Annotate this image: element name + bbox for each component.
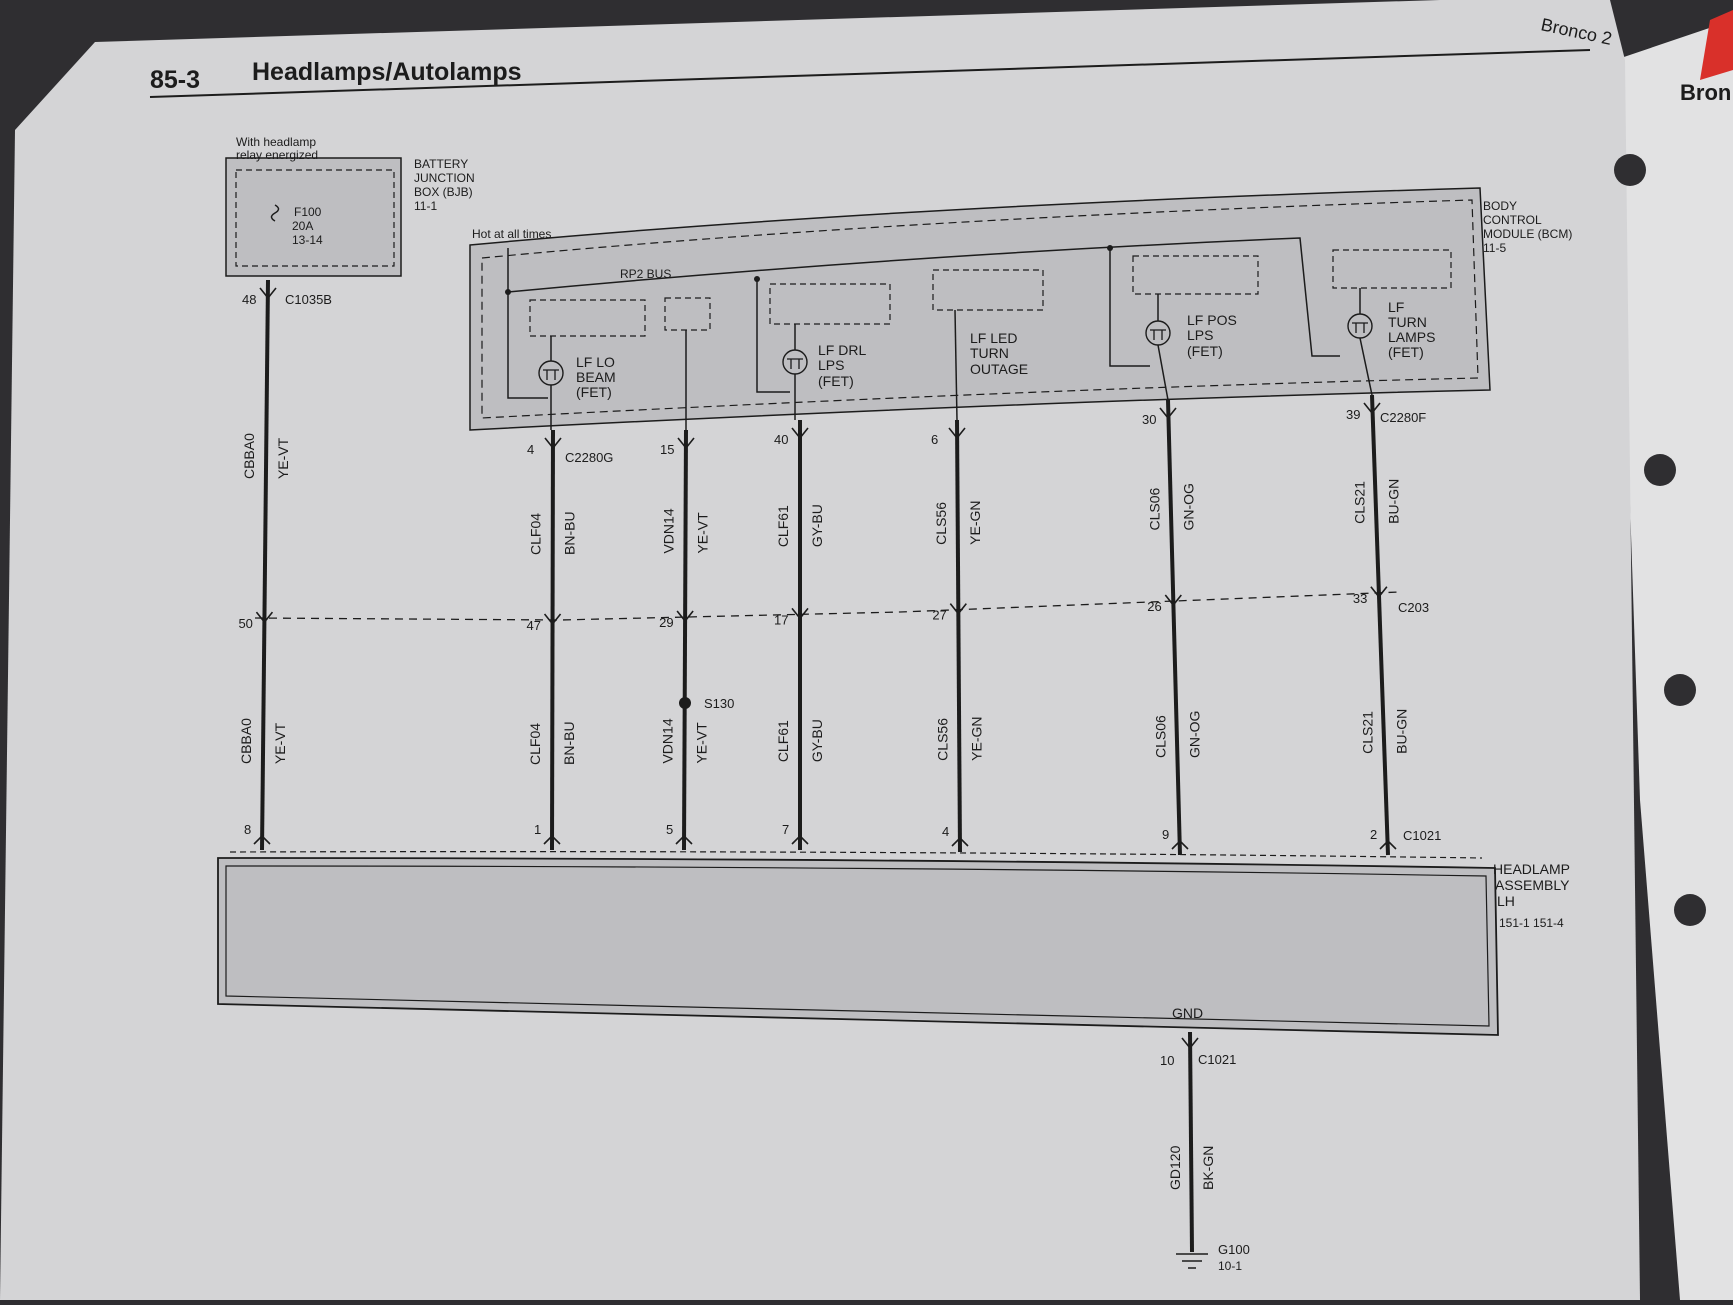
wires-layer: 48508CBBA0YE-VTCBBA0YE-VTPWR4471CLF04BN-… (238, 279, 1409, 901)
fuse-label: F100 20A 13-14 (292, 205, 325, 247)
circuit-label: VDN14 (659, 718, 675, 763)
hot-at-all-times-label: Hot at all times (472, 227, 551, 241)
ground-point-ref: 10-1 (1218, 1259, 1242, 1273)
feed-line (507, 248, 548, 399)
wire-color-label: YE-VT (693, 722, 709, 764)
pin-number: 1 (534, 822, 541, 837)
binder-hole (1644, 454, 1676, 486)
circuit-label: CLS21 (1359, 711, 1375, 754)
splice-dot (679, 697, 691, 709)
pin-number: 2 (1370, 827, 1377, 842)
lf-turn-lamps-label: LF TURN LAMPS (FET) (1388, 299, 1439, 360)
headlamp-connector-label: C1021 (1403, 828, 1441, 843)
header-rule (149, 49, 1591, 98)
splice-label: S130 (704, 696, 734, 711)
headlamp-assembly-name: HEADLAMP ASSEMBLY LH 151-1 151-4 (1493, 861, 1574, 930)
circuit-label: VDN14 (660, 508, 676, 553)
bjb-note: With headlamp relay energized (236, 135, 319, 162)
circuit-label: CLS06 (1152, 715, 1168, 758)
wire-color-label: YE-VT (272, 722, 288, 764)
bcm-name: BODY CONTROL MODULE (BCM) 11-5 (1483, 199, 1576, 255)
pin-number: 30 (1142, 412, 1156, 427)
pin-number: 33 (1353, 591, 1367, 606)
circuit-label: CLS56 (934, 718, 950, 761)
pin-number: 48 (242, 292, 256, 307)
rp2-bus-label: RP2 BUS (620, 267, 671, 281)
bcm-connector-g-label: C2280G (565, 450, 613, 465)
circuit-label: CLF04 (527, 723, 543, 765)
pin-number: 27 (932, 608, 946, 623)
pin-number: 4 (527, 442, 534, 457)
binder-hole (1664, 674, 1696, 706)
pin-number: 40 (774, 432, 788, 447)
wire-color-label: GY-BU (809, 504, 825, 547)
bcm-connector-f-label: C2280F (1380, 410, 1426, 425)
pin-number: 5 (666, 822, 673, 837)
inline-connector-label: C203 (1398, 600, 1429, 615)
circuit-label: CBBA0 (241, 433, 257, 479)
binder-hole (1674, 894, 1706, 926)
battery-junction-box: With headlamp relay energized BATTERY JU… (225, 135, 478, 277)
circuit-label: CBBA0 (238, 718, 254, 764)
bjb-name: BATTERY JUNCTION BOX (BJB) 11-1 (414, 157, 478, 213)
pin-number: 29 (659, 615, 673, 630)
pin-number: 7 (782, 822, 789, 837)
fuse-icon (270, 204, 280, 222)
pin-number: 17 (774, 612, 788, 627)
bjb-connector-label: C1035B (285, 292, 332, 307)
next-page-tab-text: Bron (1680, 80, 1731, 105)
circuit-label: CLS06 (1146, 487, 1162, 530)
wire-color-label: YE-GN (967, 500, 983, 544)
lf-led-turn-outage-label: LF LED TURN OUTAGE (970, 330, 1028, 377)
wire-color-label: YE-VT (694, 512, 710, 554)
circuit-label: CLF61 (775, 720, 791, 762)
ground-circuit: GD120 (1167, 1145, 1183, 1190)
wire-color-label: GN-OG (1180, 483, 1196, 530)
lf-pos-label: LF POS LPS (FET) (1187, 312, 1241, 359)
circuit-label: CLS21 (1351, 481, 1367, 524)
page-number: 85-3 (150, 66, 200, 94)
pin-number: 50 (238, 616, 252, 631)
body-control-module: BODY CONTROL MODULE (BCM) 11-5 Hot at al… (469, 187, 1576, 431)
rp2-bus-line (507, 237, 1340, 357)
ground-color: BK-GN (1200, 1146, 1216, 1190)
pin-number: 9 (1162, 827, 1169, 842)
circuit-label: CLS56 (933, 502, 949, 545)
headlamp-assembly: HEADLAMP ASSEMBLY LH 151-1 151-4 GND (217, 851, 1574, 1036)
pin-number: 39 (1346, 407, 1360, 422)
red-tab (1700, 10, 1733, 80)
pin-number: 47 (527, 618, 541, 633)
pin-number: 15 (660, 442, 674, 457)
ground-point-label: G100 (1218, 1242, 1250, 1257)
wire-color-label: YE-VT (275, 437, 291, 479)
pin-number: 26 (1147, 599, 1161, 614)
wire-color-label: YE-GN (968, 716, 984, 760)
lf-lo-beam-label: LF LO BEAM (FET) (576, 354, 620, 400)
wire-color-label: BN-BU (562, 511, 578, 555)
circuit-label: CLF04 (528, 513, 544, 555)
ground-pin: 10 (1160, 1053, 1174, 1068)
ground-connector-label: C1021 (1198, 1052, 1236, 1067)
binder-hole (1614, 154, 1646, 186)
gnd-label: GND (1172, 1005, 1203, 1021)
pin-number: 8 (244, 822, 251, 837)
lf-drl-label: LF DRL LPS (FET) (818, 342, 870, 389)
wire-color-label: BN-BU (561, 721, 577, 765)
ground-symbol-icon (1176, 1253, 1208, 1269)
page-title: Headlamps/Autolamps (252, 58, 522, 86)
pin-number: 6 (931, 432, 938, 447)
wire-color-label: BU-GN (1393, 709, 1409, 754)
circuit-label: CLF61 (775, 505, 791, 547)
wire-color-label: BU-GN (1385, 479, 1401, 524)
pin-number: 4 (942, 824, 949, 839)
wire-color-label: GY-BU (809, 719, 825, 762)
next-page-edge (1615, 20, 1733, 1300)
ground-wire: 10 GD120 BK-GN G100 10-1 (1160, 1031, 1250, 1273)
wire-color-label: GN-OG (1186, 711, 1202, 758)
